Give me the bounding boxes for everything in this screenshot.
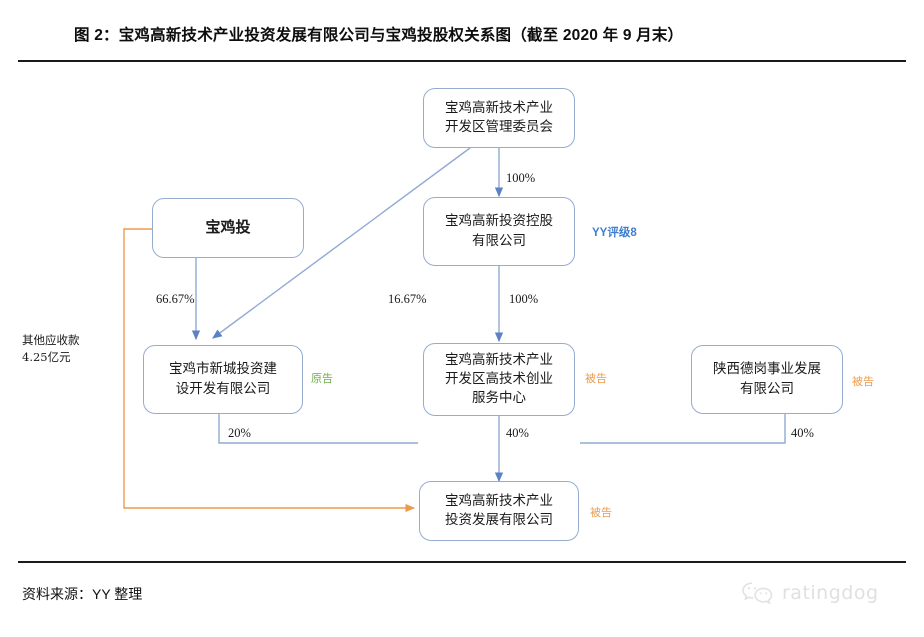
wechat-icon — [742, 582, 773, 605]
node-label: 宝鸡高新技术产业 开发区高技术创业 服务中心 — [445, 351, 553, 407]
source-note: 资料来源：YY 整理 — [22, 586, 143, 602]
node-label: 宝鸡市新城投资建 设开发有限公司 — [169, 361, 277, 397]
node-xincheng-investment[interactable]: 宝鸡市新城投资建 设开发有限公司 — [143, 345, 303, 414]
node-label: 宝鸡投 — [205, 218, 251, 237]
pct-xincheng-target: 20% — [228, 426, 251, 440]
logo-text: ratingdog — [782, 582, 879, 604]
pct-baojitou-xincheng: 66.67% — [156, 292, 195, 306]
page-title: 图 2：宝鸡高新技术产业投资发展有限公司与宝鸡投股权关系图（截至 2020 年 … — [74, 27, 684, 44]
brand-logo: ratingdog — [741, 580, 879, 606]
edge-receivable-baojitou-target — [123, 228, 416, 513]
tag-incubator-defendant: 被告 — [585, 372, 607, 385]
node-degang[interactable]: 陕西德岗事业发展 有限公司 — [691, 345, 843, 414]
badge-yy-rating: YY评级8 — [592, 227, 637, 239]
pct-incubator-target: 40% — [506, 426, 529, 440]
node-holding-company[interactable]: 宝鸡高新投资控股 有限公司 — [423, 197, 575, 266]
pct-holding-incubator: 100% — [509, 292, 539, 306]
node-baojitou[interactable]: 宝鸡投 — [152, 198, 304, 258]
pct-committee-xincheng: 16.67% — [388, 292, 427, 306]
edge-xincheng-target — [218, 414, 418, 444]
tag-target-defendant: 被告 — [590, 506, 612, 519]
node-label: 宝鸡高新技术产业 开发区管理委员会 — [445, 99, 553, 135]
node-target-company[interactable]: 宝鸡高新技术产业 投资发展有限公司 — [419, 481, 579, 541]
node-label: 宝鸡高新投资控股 有限公司 — [445, 213, 553, 249]
annotation-receivable: 其他应收款 4.25亿元 — [22, 333, 80, 365]
tag-xincheng-plaintiff: 原告 — [311, 372, 333, 385]
node-incubator-center[interactable]: 宝鸡高新技术产业 开发区高技术创业 服务中心 — [423, 343, 575, 416]
node-label: 宝鸡高新技术产业 投资发展有限公司 — [445, 492, 553, 528]
tag-degang-defendant: 被告 — [852, 375, 874, 388]
pct-committee-holding: 100% — [506, 171, 536, 185]
node-label: 陕西德岗事业发展 有限公司 — [713, 361, 821, 397]
title-divider-bottom — [18, 561, 906, 563]
pct-degang-target: 40% — [791, 426, 814, 440]
edge-degang-target — [580, 414, 786, 444]
edge-committee-xincheng — [212, 147, 471, 339]
title-divider-top — [18, 60, 906, 62]
node-management-committee[interactable]: 宝鸡高新技术产业 开发区管理委员会 — [423, 88, 575, 148]
